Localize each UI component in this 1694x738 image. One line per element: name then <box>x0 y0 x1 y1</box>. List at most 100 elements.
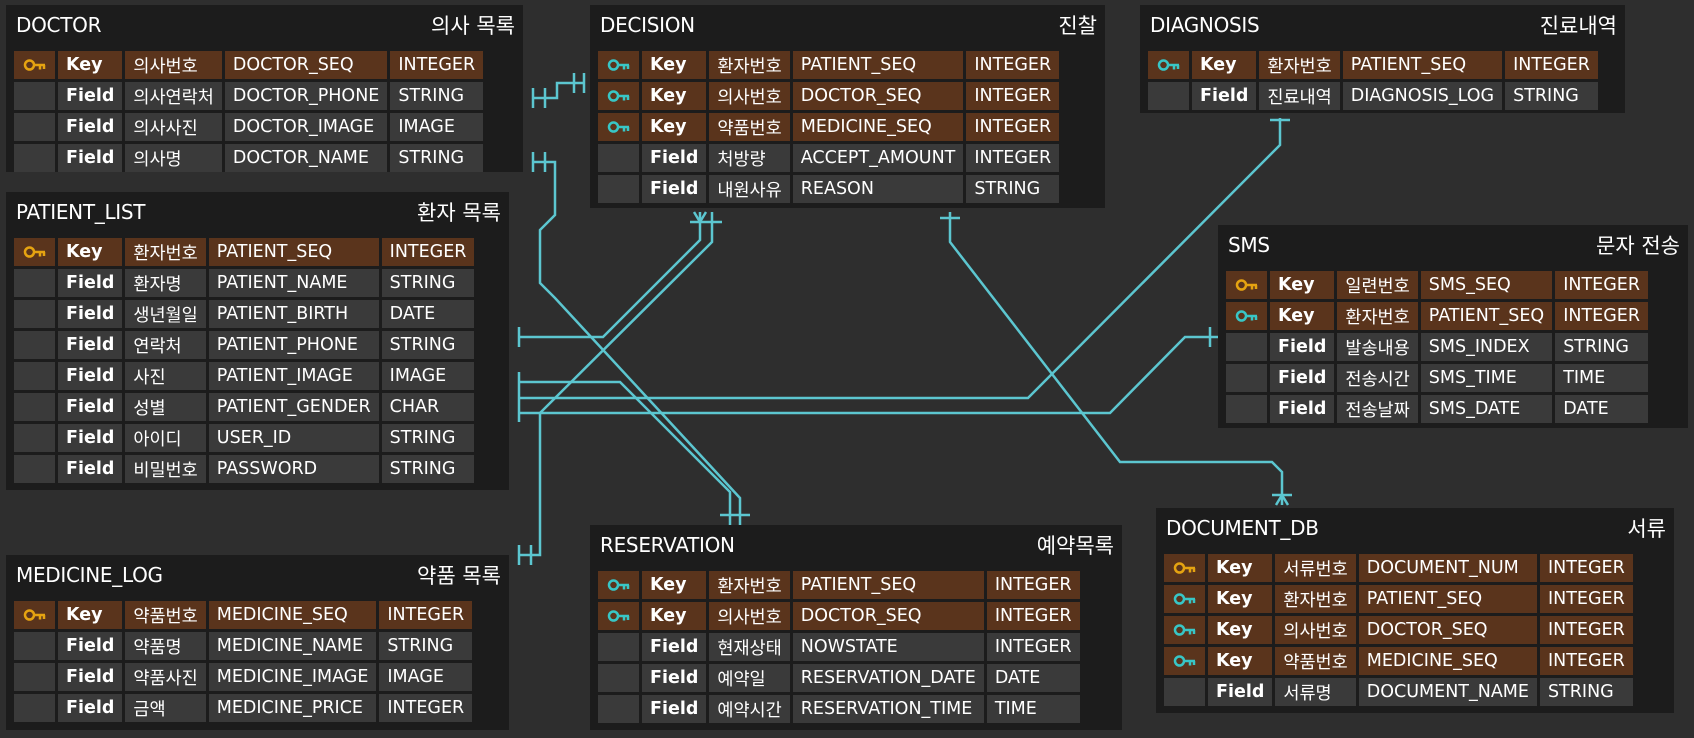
field-label: 서류명 <box>1275 678 1359 706</box>
field-label: 의사번호 <box>1275 616 1359 644</box>
field-name: DOCTOR_NAME <box>224 144 391 172</box>
field-name: NOWSTATE <box>792 633 987 661</box>
field-label: 환자번호 <box>1337 302 1421 330</box>
entity-title: MEDICINE_LOG <box>16 563 163 587</box>
field-label: 연락처 <box>125 331 209 359</box>
field-kind: Key <box>58 51 126 79</box>
row-icon-cell <box>1226 364 1270 392</box>
field-kind: Field <box>1270 364 1338 392</box>
field-label: 성별 <box>125 393 209 421</box>
field-type: CHAR <box>381 393 475 421</box>
field-kind: Key <box>58 601 126 629</box>
field-type: INTEGER <box>966 82 1060 110</box>
field-label: 예약시간 <box>709 695 793 723</box>
field-label: 진료내역 <box>1259 82 1343 110</box>
field-kind: Key <box>642 51 710 79</box>
field-name: USER_ID <box>208 424 382 452</box>
field-type: STRING <box>381 269 475 297</box>
field-type: INTEGER <box>966 144 1060 172</box>
entity-header: DECISION 진찰 <box>598 5 1097 45</box>
field-label: 발송내용 <box>1337 333 1421 361</box>
entity-header: DIAGNOSIS 진료내역 <box>1148 5 1617 45</box>
connector-patient-to-diagnosis <box>519 118 1282 400</box>
field-kind: Field <box>58 300 126 328</box>
field-type: INTEGER <box>966 113 1060 141</box>
foreign-key-icon <box>1164 616 1208 644</box>
field-name: PATIENT_SEQ <box>792 571 987 599</box>
field-kind: Field <box>642 144 710 172</box>
field-name: REASON <box>792 175 967 203</box>
field-type: INTEGER <box>1539 616 1633 644</box>
field-name: PATIENT_BIRTH <box>208 300 382 328</box>
foreign-key-icon <box>598 602 642 630</box>
field-name: SMS_TIME <box>1420 364 1556 392</box>
field-label: 환자번호 <box>125 238 209 266</box>
field-kind: Key <box>58 238 126 266</box>
row-icon-cell <box>14 144 58 172</box>
field-label: 환자번호 <box>709 571 793 599</box>
entity-subtitle: 진료내역 <box>1539 14 1617 38</box>
field-label: 사진 <box>125 362 209 390</box>
field-type: INTEGER <box>1555 302 1648 330</box>
field-label: 의사사진 <box>125 113 225 141</box>
field-kind: Key <box>1208 647 1276 675</box>
field-name: SMS_SEQ <box>1420 271 1556 299</box>
field-kind: Key <box>1208 585 1276 613</box>
crowfoot-decision <box>692 211 708 225</box>
row-icon-cell <box>14 331 58 359</box>
field-type: STRING <box>966 175 1060 203</box>
entity-header: DOCTOR 의사 목록 <box>14 5 515 45</box>
field-type: STRING <box>390 144 484 172</box>
entity-header: DOCUMENT_DB 서류 <box>1164 508 1666 548</box>
field-kind: Field <box>58 632 126 660</box>
